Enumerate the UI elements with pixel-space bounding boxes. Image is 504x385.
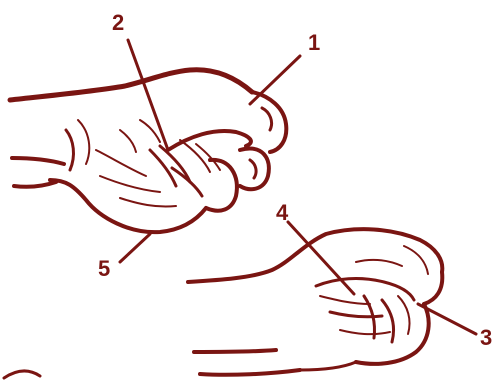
label-2: 2	[112, 10, 124, 35]
edge-fragment	[4, 371, 40, 378]
leader-line-1	[250, 56, 300, 104]
label-3: 3	[480, 325, 492, 350]
label-4: 4	[276, 200, 289, 225]
label-5: 5	[98, 256, 110, 281]
leader-line-2	[128, 40, 168, 150]
label-1: 1	[308, 30, 320, 55]
leader-line-5	[120, 234, 150, 262]
